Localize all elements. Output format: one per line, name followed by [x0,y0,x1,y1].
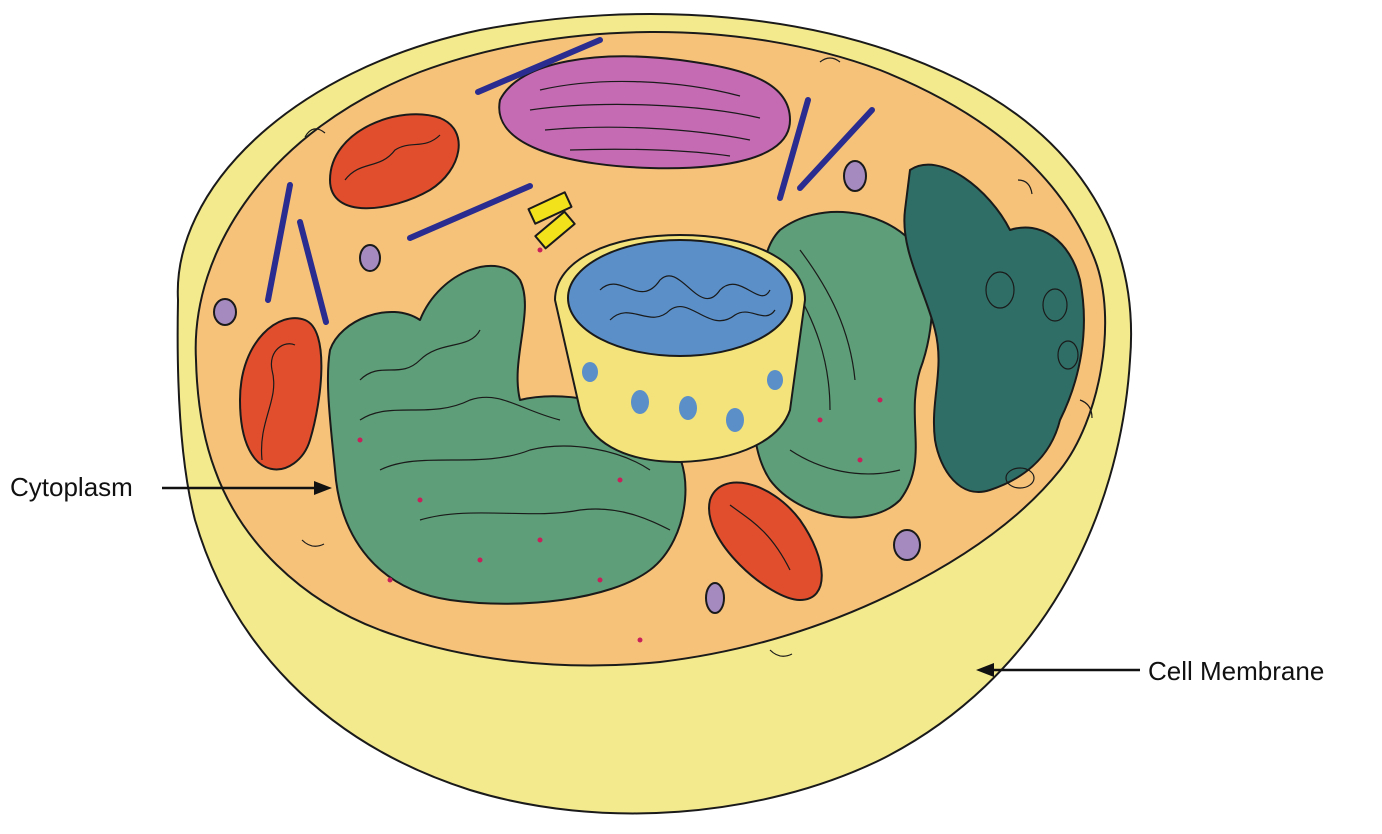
golgi-apparatus [499,56,790,168]
nucleus [555,235,805,462]
label-cell-membrane-text: Cell Membrane [1148,656,1324,686]
chromatin [568,240,792,356]
label-cell-membrane: Cell Membrane [976,656,1324,686]
label-cytoplasm-text: Cytoplasm [10,472,133,502]
